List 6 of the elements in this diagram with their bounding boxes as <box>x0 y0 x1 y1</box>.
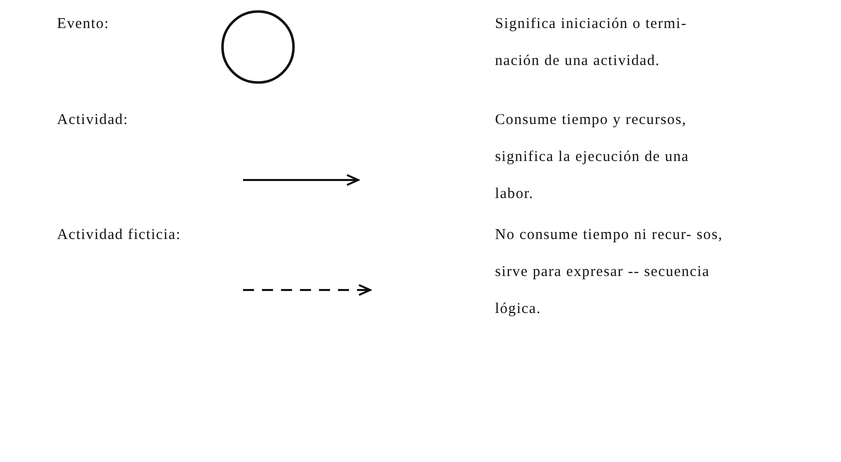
symbol-term: Actividad ficticia: <box>57 226 181 245</box>
symbol-description: Significa iniciación o termi- nación de una actividad. <box>495 15 688 71</box>
symbol-description: Consume tiempo y recursos, significa la ejecución de una labor. <box>495 111 690 204</box>
symbol-term: Evento: <box>57 15 110 34</box>
symbol-description: No consume tiempo ni recur- sos, sirve para expresar -- secuencia lógica. <box>495 226 724 319</box>
symbol-term: Actividad: <box>57 111 128 130</box>
